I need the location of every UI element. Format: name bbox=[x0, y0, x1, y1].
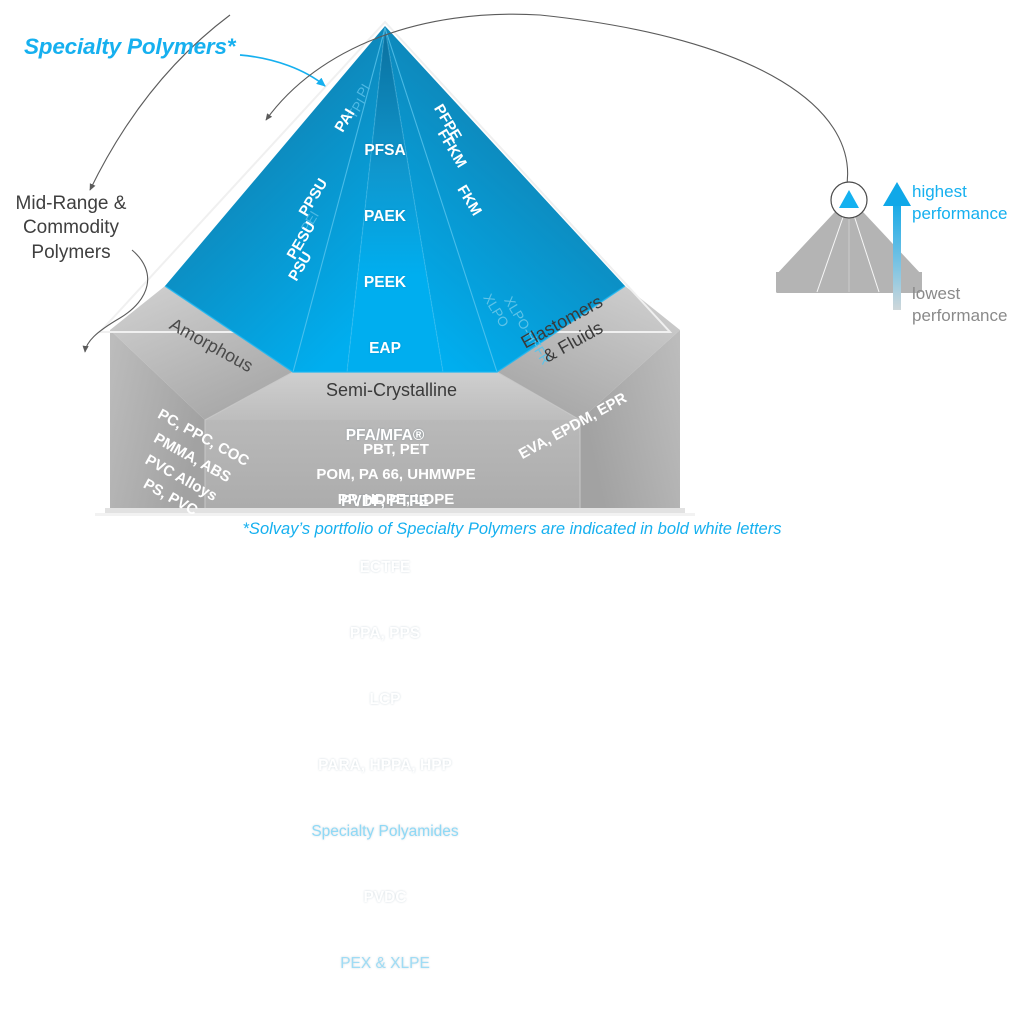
pyramid-front-material-list: PFSA PAEK PEEK EAP PFA/MFA® PVDF, PTFE E… bbox=[299, 96, 471, 1019]
base-top-left bbox=[110, 286, 293, 420]
material-pex-xlpe: PEX & XLPE bbox=[340, 955, 430, 972]
base-top-center bbox=[205, 372, 580, 420]
material-eap: EAP bbox=[369, 340, 401, 357]
magnifier-callout-arc bbox=[265, 13, 849, 191]
inset-apex-highlight bbox=[839, 190, 859, 208]
material-pfsa: PFSA bbox=[364, 142, 406, 159]
base-shadow-strip bbox=[105, 508, 685, 515]
pyramid-right-face bbox=[385, 26, 625, 372]
base-face-right bbox=[580, 330, 680, 508]
midrange-callout-arc-in bbox=[89, 14, 231, 191]
inset-pyramid-base bbox=[776, 272, 922, 292]
performance-arrow bbox=[883, 182, 911, 310]
specialty-polymers-pyramid bbox=[164, 26, 626, 373]
base-materials-semi-crystalline: PBT, PET POM, PA 66, UHMWPE PP, HDPE, LD… bbox=[316, 441, 476, 508]
material-lcp: LCP bbox=[369, 691, 401, 708]
gray-base-solid bbox=[95, 286, 695, 516]
diagram-canvas: Specialty Polymers* Mid-Range & Commodit… bbox=[15, 13, 1008, 972]
material-pvdf-ptfe: PVDF, PTFE bbox=[341, 493, 429, 510]
midrange-callout-arc-out bbox=[82, 249, 149, 353]
material-paek: PAEK bbox=[364, 208, 406, 225]
pyramid-base-edge bbox=[164, 285, 626, 373]
material-pvdc: PVDC bbox=[363, 889, 407, 906]
material-ectfe: ECTFE bbox=[359, 559, 411, 576]
specialty-polymers-label: Specialty Polymers* bbox=[24, 34, 236, 59]
lowest-performance-label: lowest performance bbox=[912, 284, 1008, 326]
inset-overview bbox=[776, 181, 922, 310]
base-top-right bbox=[497, 286, 680, 420]
base-face-center bbox=[205, 420, 580, 508]
material-ppa-pps: PPA, PPS bbox=[349, 625, 421, 642]
diagram-graphics bbox=[82, 13, 922, 516]
base-title-semi-crystalline: Semi-Crystalline bbox=[326, 380, 458, 400]
inset-pyramid-body bbox=[776, 197, 922, 275]
material-peek: PEEK bbox=[363, 274, 407, 291]
base-ground-line bbox=[95, 513, 695, 516]
pyramid-left-face bbox=[165, 26, 385, 372]
mid-range-commodity-label: Mid-Range & Commodity Polymers bbox=[15, 193, 127, 263]
pyramid-front-face bbox=[347, 26, 443, 372]
footnote-text: *Solvay’s portfolio of Specialty Polymer… bbox=[242, 520, 782, 538]
highest-performance-label: highest performance bbox=[912, 182, 1008, 224]
base-face-left bbox=[110, 330, 205, 508]
material-para-hppa-hpp: PARA, HPPA, HPP bbox=[318, 757, 452, 774]
material-pfa-mfa: PFA/MFA® bbox=[345, 427, 425, 444]
material-specialty-polyamides: Specialty Polyamides bbox=[311, 823, 459, 840]
specialty-pointer-arrow bbox=[239, 54, 326, 87]
